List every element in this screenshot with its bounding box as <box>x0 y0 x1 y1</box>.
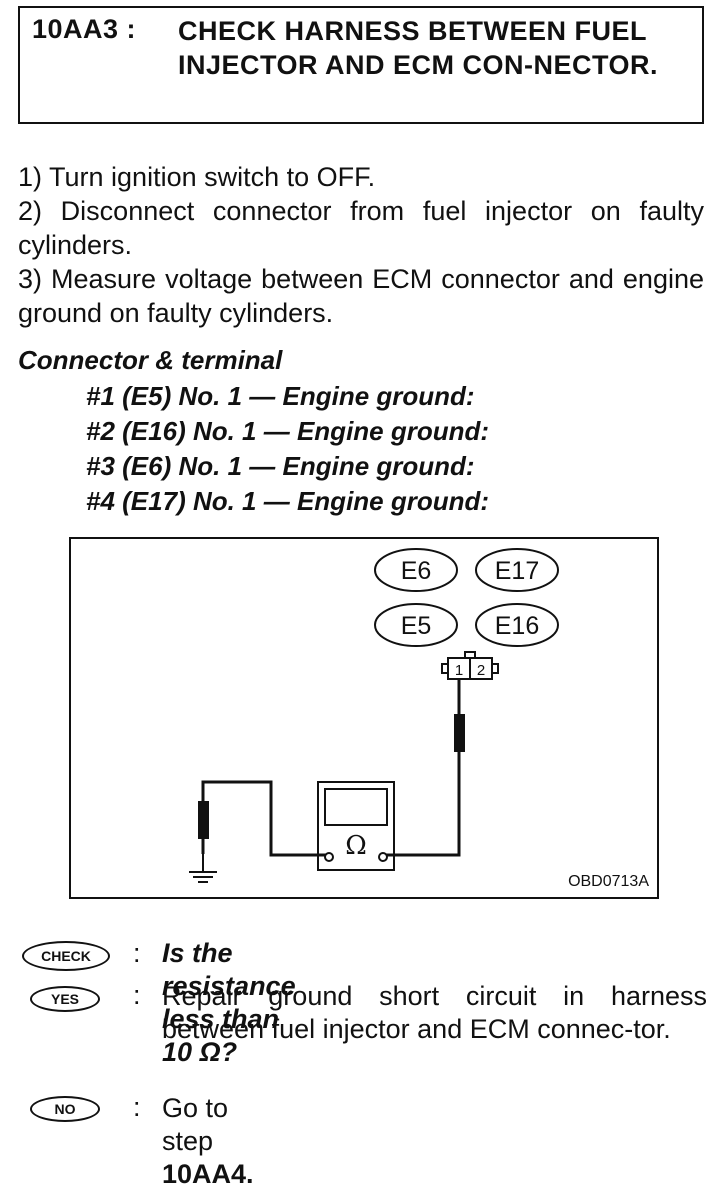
yes-answer: Repair ground short circuit in harness b… <box>162 981 707 1044</box>
connector-label-e17: E17 <box>495 557 539 585</box>
ohmmeter-icon <box>317 781 395 871</box>
colon: : <box>133 938 141 968</box>
connector-oval-e5 <box>374 603 458 647</box>
instruction-item: 2) Disconnect connector from fuel inject… <box>18 196 704 260</box>
step-title: CHECK HARNESS BETWEEN FUEL INJECTOR AND … <box>178 16 659 80</box>
no-answer-step: 10AA4. <box>162 1159 254 1189</box>
step-header-box: 10AA3 : CHECK HARNESS BETWEEN FUEL INJEC… <box>18 6 704 124</box>
check-question: Is the resistance less than 10 Ω? <box>162 938 296 1067</box>
instruction-item: 3) Measure voltage between ECM connector… <box>18 264 704 328</box>
connector-oval-e16 <box>475 603 559 647</box>
step-code: 10AA3 : <box>32 14 137 44</box>
probe-tip-left <box>198 801 209 839</box>
instruction-list: 1) Turn ignition switch to OFF. 2) Disco… <box>18 160 704 330</box>
wiring-diagram-svg: E6 E17 E5 E16 1 2 <box>189 548 559 883</box>
terminal-item: #2 (E16) No. 1 — Engine ground: <box>86 416 490 446</box>
connector-oval-e17 <box>475 548 559 592</box>
pin-label-1: 1 <box>455 662 463 679</box>
terminal-item: #4 (E17) No. 1 — Engine ground: <box>86 486 490 516</box>
probe-lead-left <box>201 780 330 857</box>
colon: : <box>133 980 141 1010</box>
figure-code: OBD0713A <box>568 873 649 890</box>
colon: : <box>133 1092 141 1122</box>
connector-oval-e6 <box>374 548 458 592</box>
probe-tip-right <box>454 714 465 752</box>
harness-connector-icon <box>441 651 499 680</box>
pin-label-2: 2 <box>477 662 485 679</box>
terminal-item: #1 (E5) No. 1 — Engine ground: <box>86 381 475 411</box>
ground-icon <box>189 854 217 883</box>
instruction-item: 1) Turn ignition switch to OFF. <box>18 162 376 192</box>
ohm-symbol: Ω <box>345 831 367 861</box>
wiring-diagram: E6 E17 E5 E16 1 2 <box>69 537 659 899</box>
connector-heading: Connector & terminal <box>18 345 283 375</box>
check-badge: CHECK <box>22 941 110 971</box>
connector-label-e6: E6 <box>401 557 432 585</box>
yes-badge: YES <box>30 986 100 1012</box>
connector-label-e16: E16 <box>495 612 539 640</box>
no-answer-text: Go to step <box>162 1093 229 1156</box>
no-answer: Go to step 10AA4. <box>162 1092 254 1191</box>
terminal-item: #3 (E6) No. 1 — Engine ground: <box>86 451 475 481</box>
terminal-list: #1 (E5) No. 1 — Engine ground: #2 (E16) … <box>86 379 489 519</box>
no-badge: NO <box>30 1096 100 1122</box>
connector-label-e5: E5 <box>401 612 432 640</box>
